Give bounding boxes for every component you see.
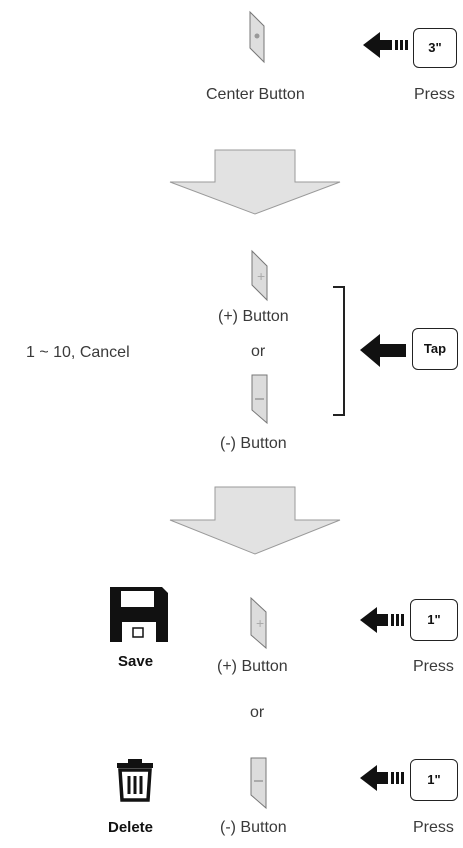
minus-button-shape [251,374,268,425]
save-key-duration-box: 1" [410,599,458,641]
or-label-2: or [250,704,265,721]
save-icon [110,587,168,642]
tap-key-box: Tap [412,328,458,370]
plus-button-shape-2: + [250,596,267,650]
key-duration-box: 3" [413,28,457,68]
press-arrow-icon [363,32,408,58]
down-arrow-icon-2 [169,486,341,555]
save-press-label: Press [413,658,454,675]
delete-label: Delete [108,819,154,836]
plus-button-shape: + [251,249,268,302]
svg-text:+: + [256,615,264,631]
trash-icon [117,759,153,802]
down-arrow-icon [169,149,341,215]
press-label: Press [414,86,455,103]
range-label: 1 ~ 10, Cancel [26,344,130,361]
center-button-label: Center Button [206,86,305,103]
or-label: or [251,343,266,360]
press-arrow-icon-2 [360,607,404,633]
minus-button-label: (-) Button [220,435,287,452]
delete-key-duration-box: 1" [410,759,458,801]
tap-arrow-icon [360,334,406,367]
save-label: Save [118,653,154,670]
minus-button-shape-2 [250,757,267,810]
center-button-shape [249,10,265,64]
svg-text:+: + [257,268,265,284]
press-arrow-icon-3 [360,765,404,791]
bracket [333,286,345,416]
delete-button-label: (-) Button [220,819,287,836]
delete-press-label: Press [413,819,454,836]
plus-button-label: (+) Button [218,308,289,325]
save-button-label: (+) Button [217,658,288,675]
